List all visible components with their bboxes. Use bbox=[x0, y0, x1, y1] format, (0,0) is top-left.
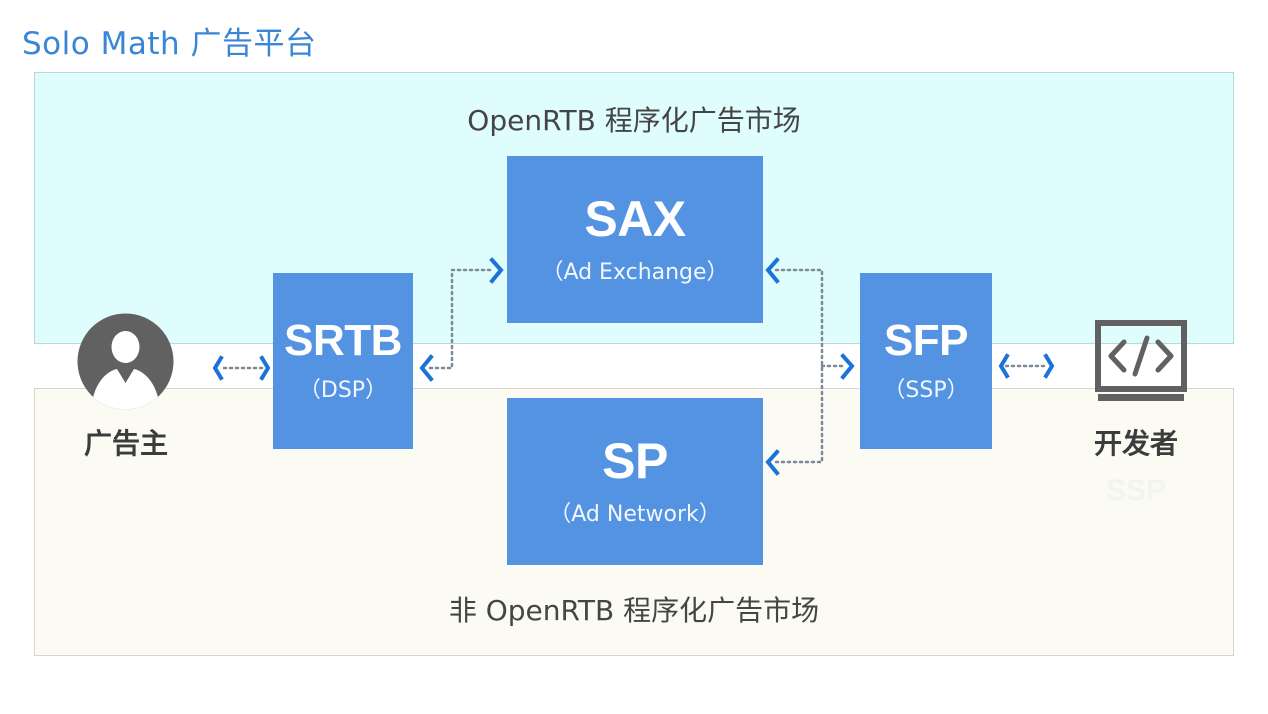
non-openrtb-market-label: 非 OpenRTB 程序化广告市场 bbox=[448, 594, 820, 627]
developer-ghost-label: SSP bbox=[1106, 474, 1167, 507]
connector-sfp-sax bbox=[774, 268, 824, 464]
srtb-node: SRTB （DSP） bbox=[273, 273, 413, 449]
sp-subtitle: （Ad Network） bbox=[549, 501, 721, 527]
sp-node: SP （Ad Network） bbox=[507, 398, 763, 565]
chevron-left-icon bbox=[998, 353, 1010, 379]
page-title: Solo Math 广告平台 bbox=[22, 26, 317, 62]
chevron-left-icon bbox=[212, 355, 224, 381]
sax-subtitle: （Ad Exchange） bbox=[541, 259, 729, 285]
user-icon bbox=[77, 313, 174, 410]
sax-name: SAX bbox=[584, 191, 686, 248]
srtb-name: SRTB bbox=[284, 315, 402, 365]
chevron-right-icon bbox=[1043, 353, 1055, 379]
developer-label: 开发者 bbox=[1093, 427, 1178, 460]
openrtb-market-label: OpenRTB 程序化广告市场 bbox=[467, 104, 801, 137]
sfp-name: SFP bbox=[883, 315, 969, 365]
sfp-subtitle: （SSP） bbox=[883, 378, 969, 404]
chevron-left-icon bbox=[765, 257, 780, 284]
chevron-right-icon bbox=[840, 353, 855, 380]
chevron-left-icon bbox=[419, 354, 434, 382]
chevron-left-icon bbox=[765, 449, 780, 476]
chevron-right-icon bbox=[489, 257, 504, 284]
connector-srtb-sax bbox=[428, 268, 494, 370]
sp-name: SP bbox=[602, 433, 668, 490]
srtb-subtitle: （DSP） bbox=[298, 378, 388, 404]
chevron-right-icon bbox=[259, 355, 271, 381]
code-window-icon bbox=[1095, 320, 1187, 401]
advertiser-label: 广告主 bbox=[83, 427, 168, 460]
sfp-node: SFP （SSP） bbox=[860, 273, 992, 449]
sax-node: SAX （Ad Exchange） bbox=[507, 156, 763, 323]
